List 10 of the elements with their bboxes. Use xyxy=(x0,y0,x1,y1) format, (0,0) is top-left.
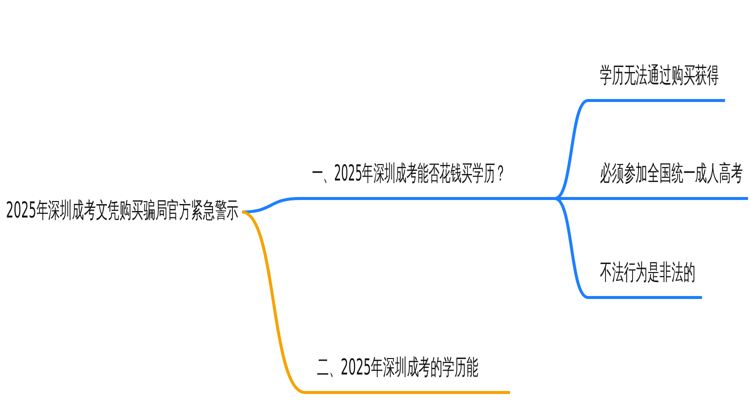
topic-text: 学历无法通过购买获得 xyxy=(600,62,719,89)
root-topic-text: 2025年深圳成考文凭购买骗局官方紧急警示 xyxy=(6,198,239,224)
branch-line xyxy=(554,197,589,299)
branch-line xyxy=(554,99,589,200)
branch-line xyxy=(242,197,300,214)
topic-text: 必须参加全国统一成人高考 xyxy=(600,160,743,187)
topic-text: 二、2025年深圳成考的学历能 xyxy=(317,354,478,381)
topic-text: 不法行为是非法的 xyxy=(600,260,696,286)
topic-text: 一、2025年深圳成考能否花钱买学历？ xyxy=(312,160,506,187)
branch-line xyxy=(241,210,306,394)
